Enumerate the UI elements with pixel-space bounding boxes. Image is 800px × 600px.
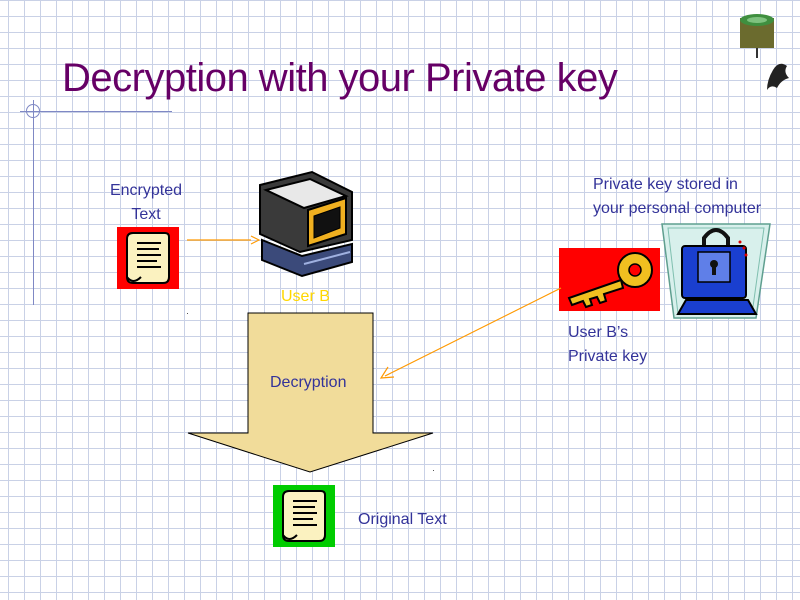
decorative-circle	[26, 104, 40, 118]
stray-dot	[433, 470, 434, 471]
decryption-label: Decryption	[270, 374, 347, 391]
private-key-icon	[559, 248, 660, 311]
original-document-icon	[273, 485, 335, 547]
user-b-computer-icon	[259, 170, 353, 278]
stray-dot	[187, 313, 188, 314]
decorative-horizontal-line	[20, 111, 172, 112]
decorative-vertical-line	[33, 100, 34, 305]
user-b-label: User B	[281, 288, 330, 305]
original-text-label: Original Text	[358, 511, 447, 528]
padlock-computer-icon	[661, 223, 771, 319]
private-key-label-line1: User B’s	[568, 324, 629, 341]
private-key-note-line1: Private key stored in	[593, 176, 738, 193]
private-key-note-line2: your personal computer	[593, 200, 762, 217]
decryption-arrow	[187, 312, 434, 473]
encrypted-text-label: Encrypted Text	[107, 179, 185, 227]
private-key-label-line2: Private key	[568, 348, 648, 365]
private-key-note: Private key stored in your personal comp…	[593, 173, 761, 221]
slide-title: Decryption with your Private key	[62, 56, 618, 100]
encrypted-document-icon	[117, 227, 179, 289]
encrypted-text-label-line1: Encrypted	[109, 182, 183, 199]
private-key-label: User B’s Private key	[568, 321, 647, 369]
tower-logo-icon	[740, 14, 789, 90]
key-to-decryption-arrow	[379, 287, 562, 379]
encrypted-to-computer-arrow	[187, 235, 260, 245]
encrypted-text-label-line2: Text	[131, 206, 161, 223]
